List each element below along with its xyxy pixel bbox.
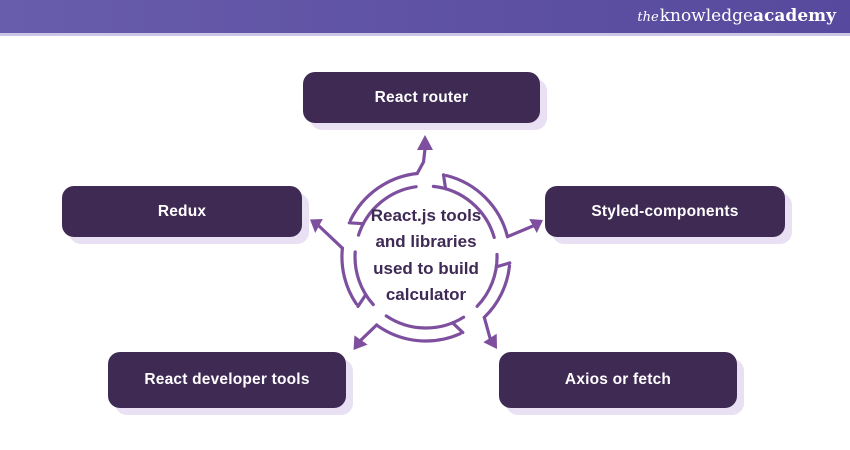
arrow-bottom-right: [482, 315, 492, 340]
arrow-top: [415, 147, 427, 176]
node-styled-components: Styled-components: [545, 186, 785, 237]
ring-notch: [441, 173, 448, 191]
arrow-bottom-left: [359, 323, 379, 342]
arrowhead-bottom-left: [353, 335, 368, 350]
node-label: React developer tools: [144, 371, 310, 388]
ring-inner-arc: [384, 314, 466, 330]
arrowhead-left: [310, 219, 323, 233]
node-react-developer-tools: React developer tools: [108, 352, 346, 408]
node-label: Styled-components: [591, 202, 739, 220]
ring-notch: [451, 321, 465, 335]
header-bar: theknowledgeacademy: [0, 0, 850, 36]
center-label-line: React.js tools: [370, 206, 482, 225]
node-label: Axios or fetch: [564, 371, 672, 388]
node-label: React router: [374, 88, 469, 106]
diagram-center-label: React.js tools and libraries used to bui…: [336, 203, 516, 308]
node-react-router: React router: [303, 72, 540, 123]
ring-outer-arc: [375, 323, 462, 343]
node-redux: Redux: [62, 186, 302, 237]
logo-knowledge: knowledge: [659, 6, 754, 26]
center-label-line: calculator: [385, 285, 467, 305]
node-axios-or-fetch: Axios or fetch: [499, 352, 737, 408]
logo-the: the: [637, 10, 659, 25]
knowledge-academy-logo: theknowledgeacademy: [637, 4, 836, 30]
arrowhead-top: [417, 135, 433, 150]
center-label-line: and libraries: [375, 232, 477, 252]
arrowhead-right: [529, 219, 543, 233]
logo-academy: academy: [753, 6, 836, 26]
node-label: Redux: [157, 202, 207, 220]
center-label-line: used to build: [373, 258, 479, 278]
arrowhead-bottom-right: [483, 333, 497, 349]
